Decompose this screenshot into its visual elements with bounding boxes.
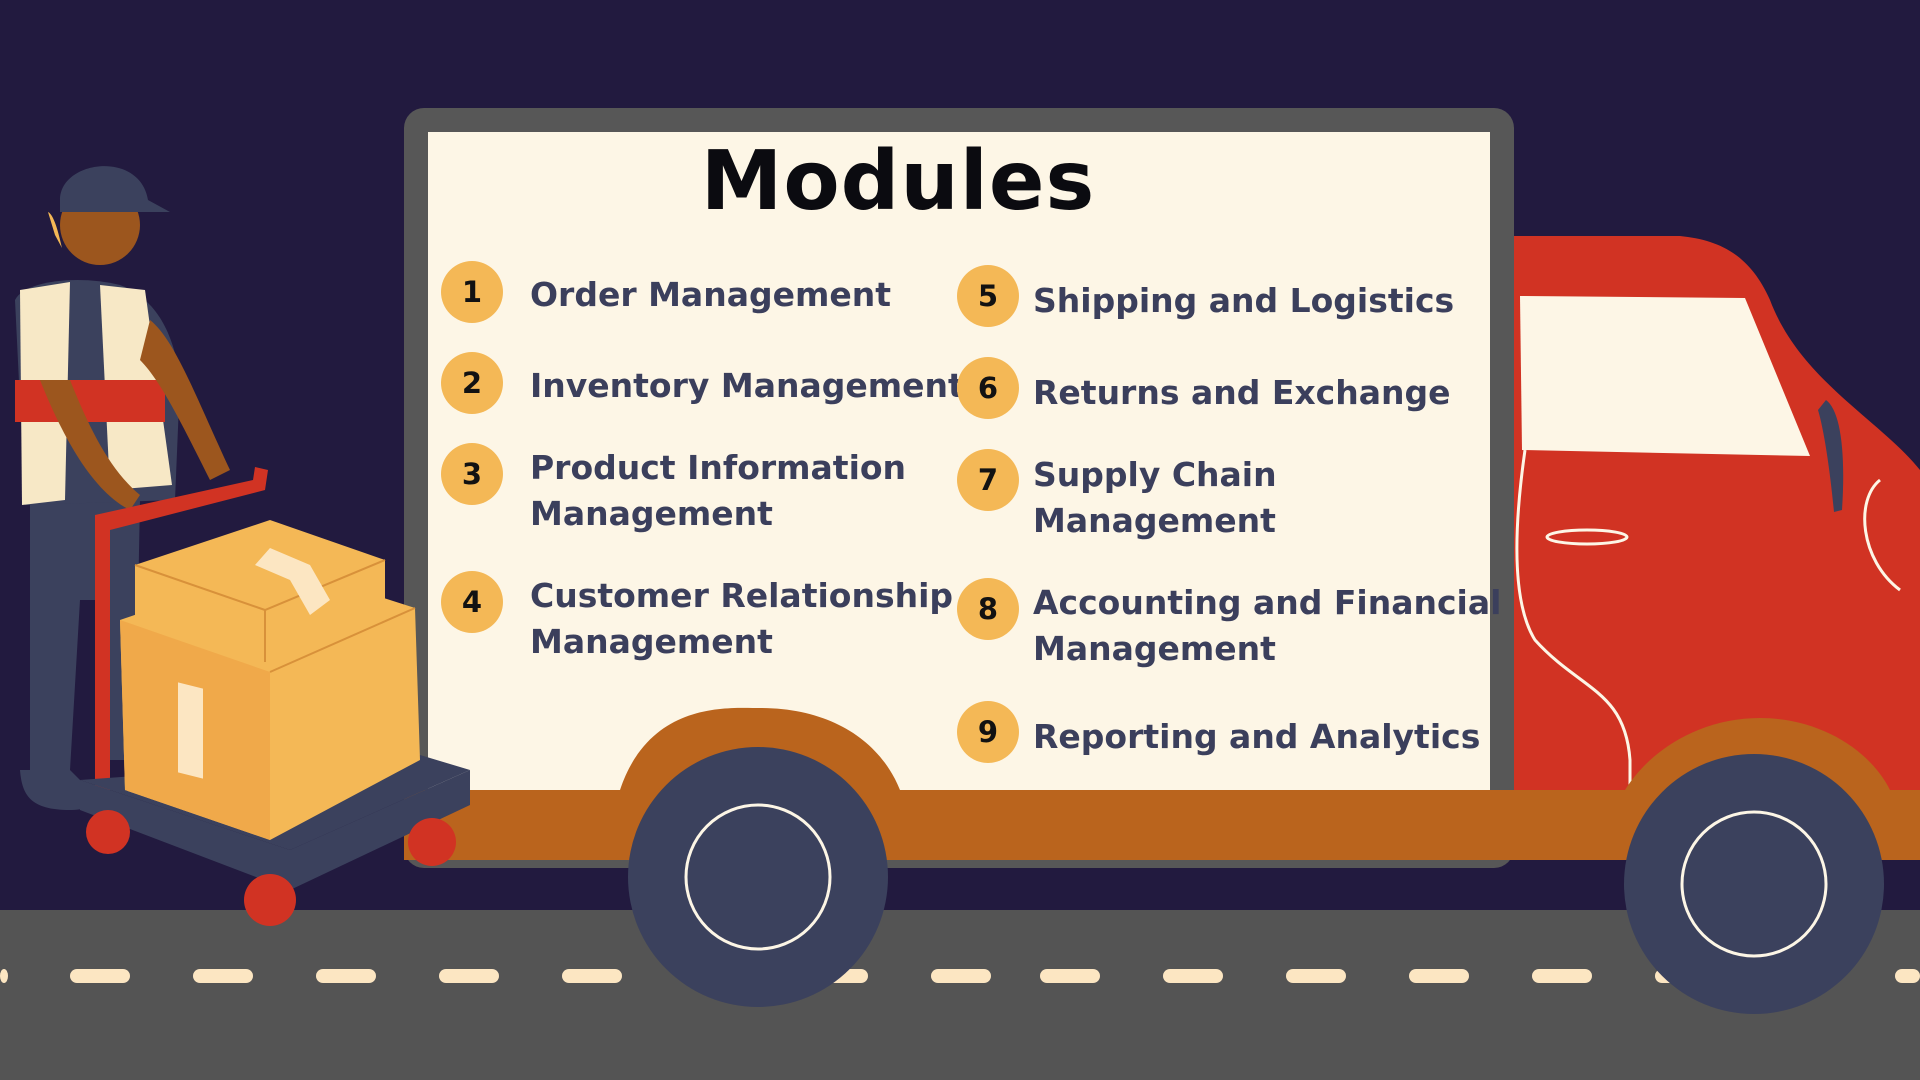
module-label-line: Management <box>530 622 773 661</box>
module-label: Supply Chain Management <box>1033 452 1277 544</box>
truck-window <box>1520 296 1810 456</box>
module-number-badge: 7 <box>957 449 1019 511</box>
module-number-badge: 6 <box>957 357 1019 419</box>
module-label: Order Management <box>530 272 891 318</box>
module-label-line: Management <box>1033 629 1276 668</box>
module-label-line: Shipping and Logistics <box>1033 281 1455 320</box>
module-number-badge: 3 <box>441 443 503 505</box>
front-wheel <box>628 747 888 1007</box>
module-label: Accounting and Financial Management <box>1033 580 1501 672</box>
module-label: Product Information Management <box>530 445 906 537</box>
module-label-line: Product Information <box>530 448 907 487</box>
module-label-line: Supply Chain <box>1033 455 1277 494</box>
module-label-line: Customer Relationship <box>530 576 954 615</box>
module-label-line: Reporting and Analytics <box>1033 717 1481 756</box>
module-label: Returns and Exchange <box>1033 370 1450 416</box>
truck-cab <box>1478 236 1920 805</box>
module-label-line: Management <box>1033 501 1276 540</box>
module-number-badge: 9 <box>957 701 1019 763</box>
module-label-line: Accounting and Financial <box>1033 583 1502 622</box>
module-number-badge: 1 <box>441 261 503 323</box>
module-label-line: Returns and Exchange <box>1033 373 1451 412</box>
module-label: Shipping and Logistics <box>1033 278 1454 324</box>
module-label-line: Management <box>530 494 773 533</box>
module-number-badge: 4 <box>441 571 503 633</box>
module-label-line: Inventory Management <box>530 366 964 405</box>
side-mirror <box>1818 400 1844 512</box>
module-number-badge: 2 <box>441 352 503 414</box>
module-label: Inventory Management <box>530 363 964 409</box>
module-label: Reporting and Analytics <box>1033 714 1480 760</box>
delivery-worker-illustration <box>15 166 230 810</box>
module-number-badge: 8 <box>957 578 1019 640</box>
road <box>0 910 1920 1080</box>
rear-wheel <box>1624 754 1884 1014</box>
cardboard-box-icon <box>120 520 420 840</box>
module-number-badge: 5 <box>957 265 1019 327</box>
module-label: Customer Relationship Management <box>530 573 953 665</box>
module-label-line: Order Management <box>530 275 892 314</box>
modules-title: Modules <box>700 134 1096 229</box>
